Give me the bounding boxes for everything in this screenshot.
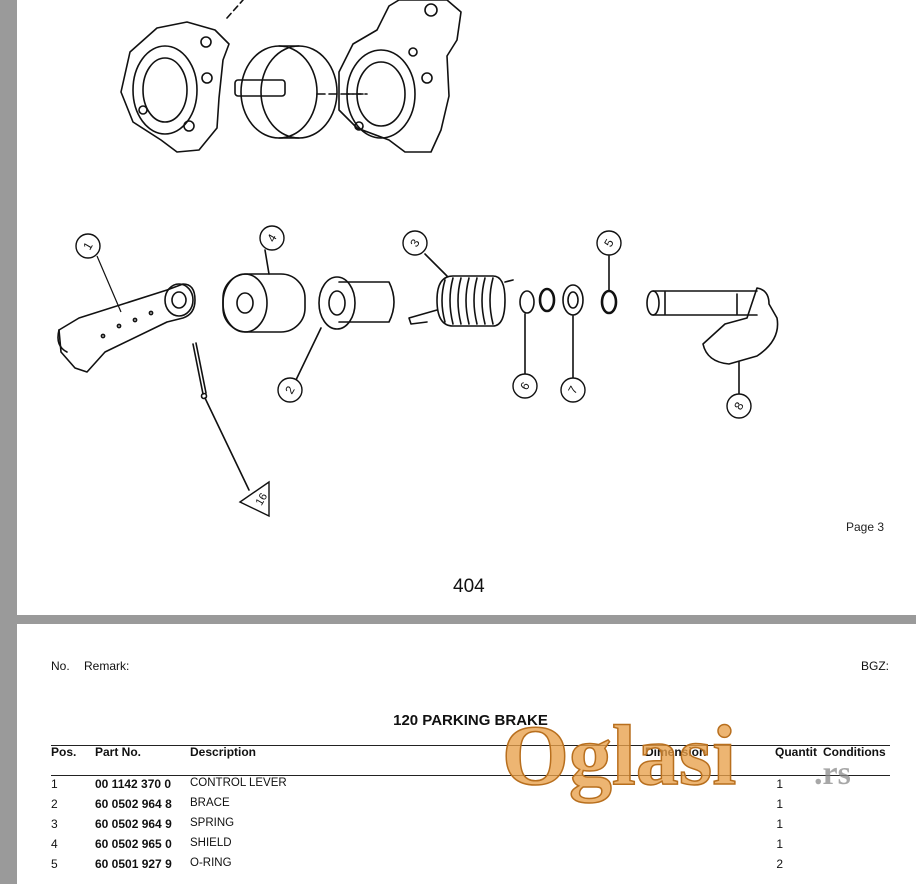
svg-text:16: 16 <box>254 491 271 508</box>
remark-label: Remark: <box>84 659 130 673</box>
table-row: 5 60 0501 927 9 O-RING 2 <box>17 855 916 875</box>
col-header-pos: Pos. <box>51 745 77 759</box>
diagram-page: 1 4 3 5 2 6 7 8 16 Page 3 404 <box>17 0 916 615</box>
table-row: 1 00 1142 370 0 CONTROL LEVER 1 <box>17 775 916 795</box>
row-quantity: 1 <box>776 817 783 831</box>
page-label: Page 3 <box>846 520 885 534</box>
callout-5: 5 <box>596 230 622 256</box>
row-pos: 3 <box>51 817 58 831</box>
row-pos: 4 <box>51 837 58 851</box>
callout-3: 3 <box>402 230 428 256</box>
col-header-part-no: Part No. <box>95 745 142 759</box>
callout-6: 6 <box>512 373 538 399</box>
row-description: SHIELD <box>190 837 232 849</box>
watermark-brand-text: Oglasi <box>502 712 736 803</box>
row-pos: 1 <box>51 777 58 791</box>
page-number: 404 <box>453 576 485 597</box>
shield-part <box>222 249 306 333</box>
table-top-rule <box>51 745 890 746</box>
row-quantity: 2 <box>776 857 783 871</box>
housing-flange-left <box>120 0 244 153</box>
col-header-dimension: Dimension <box>645 745 707 759</box>
spring-part <box>408 253 514 327</box>
table-row: 3 60 0502 964 9 SPRING 1 <box>17 815 916 835</box>
callout-8: 8 <box>726 393 752 419</box>
watermark-suffix-text: .rs <box>814 755 851 792</box>
housing-main <box>338 0 462 153</box>
brake-drum <box>234 45 368 139</box>
row-description: CONTROL LEVER <box>190 777 287 789</box>
callout-2: 2 <box>277 377 303 403</box>
section-title: 120 PARKING BRAKE <box>393 712 548 729</box>
row-part-no: 60 0502 965 0 <box>95 837 172 851</box>
row-pos: 5 <box>51 857 58 871</box>
row-quantity: 1 <box>776 797 783 811</box>
callout-1: 1 <box>75 233 122 313</box>
table-header-rule <box>51 775 890 776</box>
brace-part <box>294 276 395 383</box>
row-part-no: 60 0502 964 8 <box>95 797 172 811</box>
shaft-part <box>646 287 779 395</box>
rings-parts <box>519 255 618 379</box>
col-header-description: Description <box>190 745 257 759</box>
parts-list-page: No. Remark: BGZ: 120 PARKING BRAKE Pos. … <box>17 624 916 884</box>
row-description: SPRING <box>190 817 235 829</box>
parking-brake-exploded-diagram: 1 4 3 5 2 6 7 8 16 <box>57 0 779 518</box>
bgz-label: BGZ: <box>861 659 890 673</box>
oglasi-watermark-logo: Oglasi .rs <box>502 712 851 804</box>
row-quantity: 1 <box>776 777 783 791</box>
col-header-quantity: Quantit <box>775 745 817 759</box>
row-pos: 2 <box>51 797 58 811</box>
table-row: 4 60 0502 965 0 SHIELD 1 <box>17 835 916 855</box>
cotter-pin-part <box>192 342 250 491</box>
row-part-no: 60 0502 964 9 <box>95 817 172 831</box>
row-description: BRACE <box>190 797 230 809</box>
row-part-no: 00 1142 370 0 <box>95 777 172 791</box>
row-quantity: 1 <box>776 837 783 851</box>
no-label: No. <box>51 659 70 673</box>
row-description: O-RING <box>190 857 232 869</box>
callout-7: 7 <box>560 377 586 403</box>
control-lever-part <box>57 283 196 373</box>
callout-4: 4 <box>259 225 285 251</box>
row-part-no: 60 0501 927 9 <box>95 857 172 871</box>
callout-16: 16 <box>238 480 271 518</box>
table-row: 2 60 0502 964 8 BRACE 1 <box>17 795 916 815</box>
col-header-conditions: Conditions <box>823 745 886 759</box>
